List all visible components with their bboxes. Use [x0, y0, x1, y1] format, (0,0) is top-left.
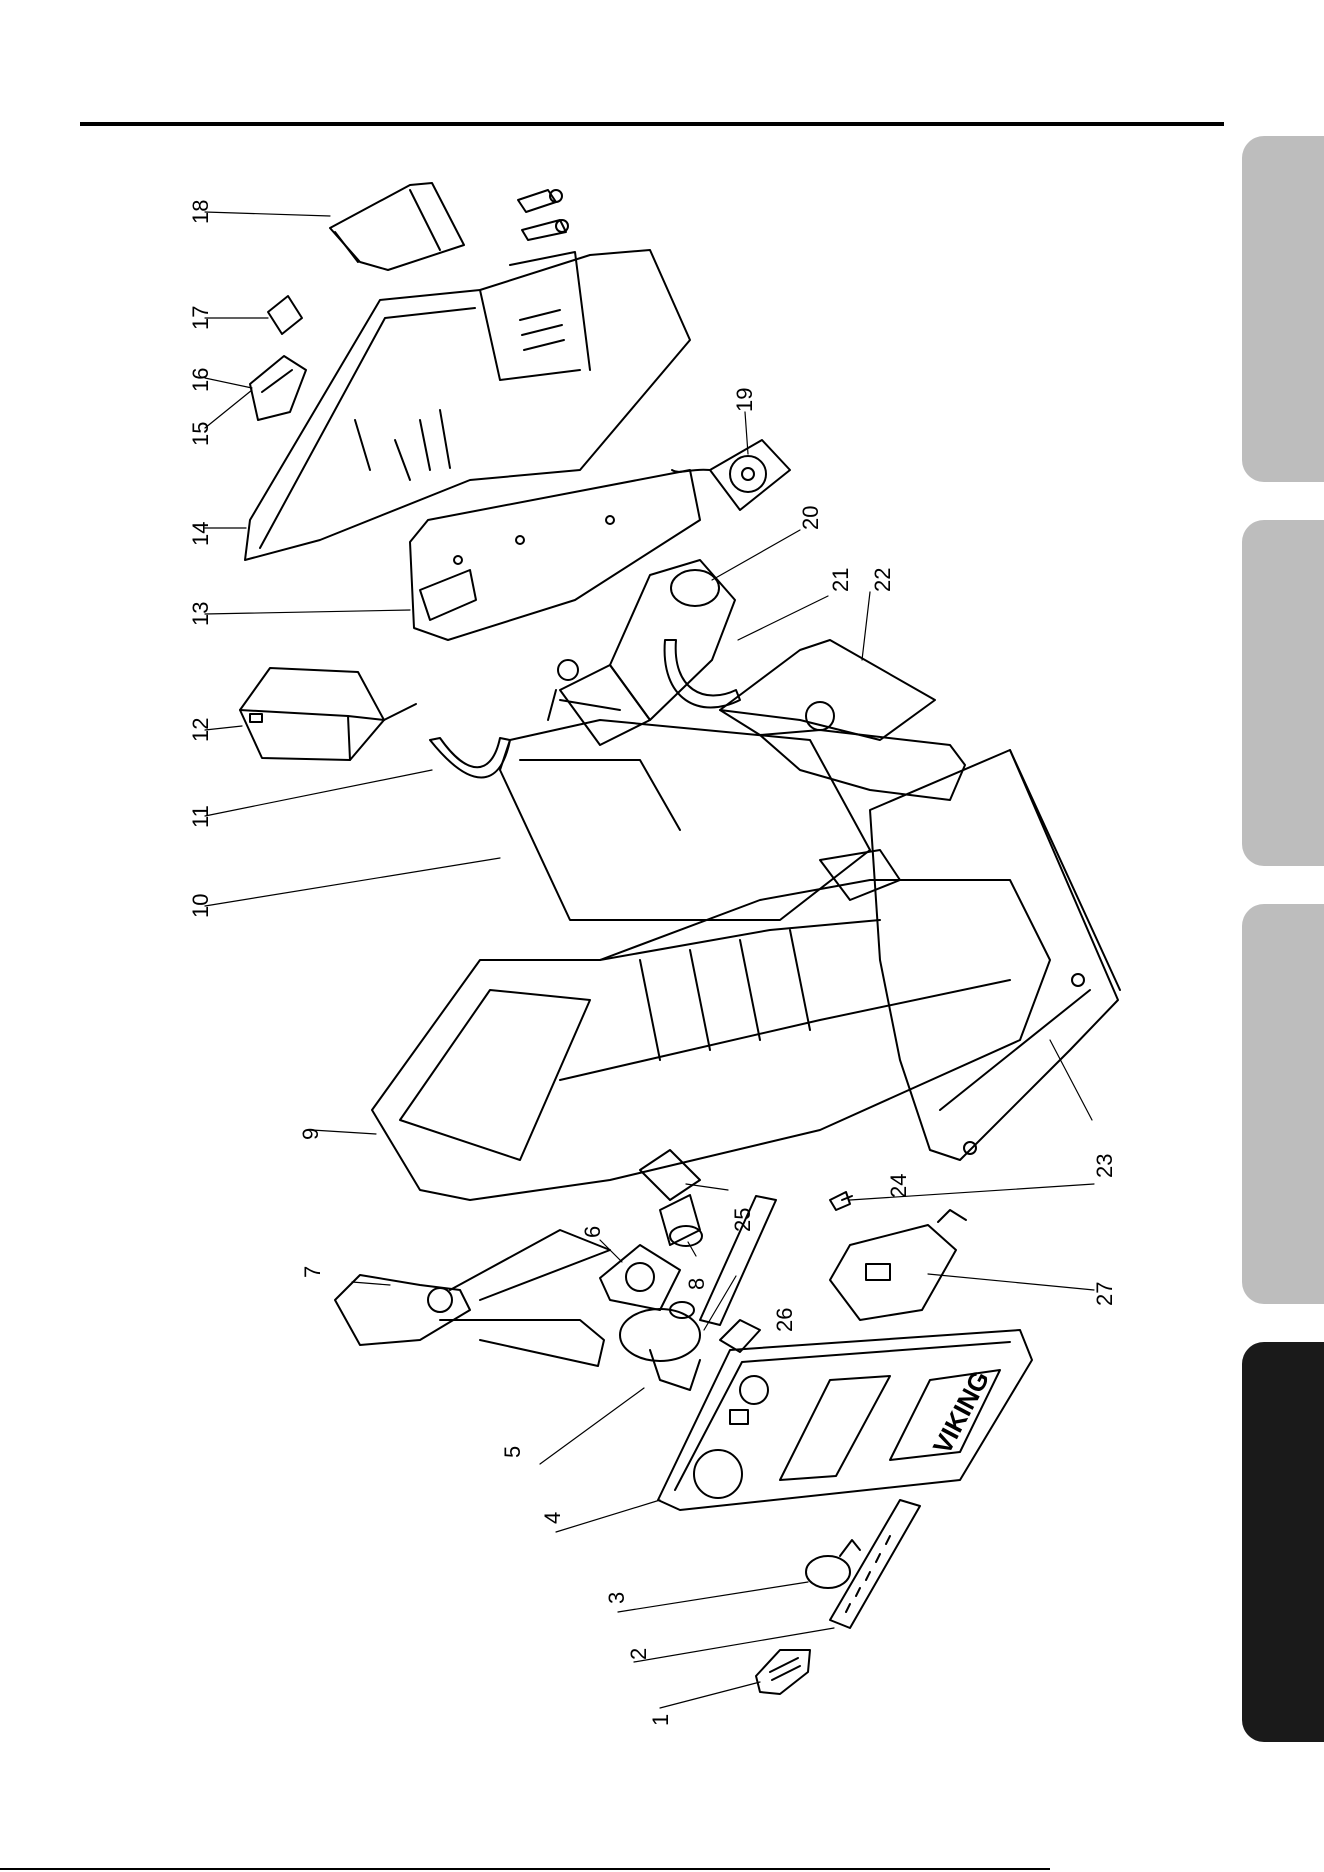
part-9-main-housing	[372, 850, 1050, 1200]
part-13-plate	[410, 470, 700, 640]
part-12-battery	[240, 668, 416, 760]
callout-26: 26	[772, 1308, 797, 1332]
callout-11: 11	[188, 805, 213, 828]
callout-22: 22	[870, 568, 895, 592]
callout-14: 14	[188, 522, 213, 546]
callout-15: 15	[188, 422, 213, 446]
callout-7: 7	[300, 1266, 325, 1278]
callout-24: 24	[886, 1174, 911, 1198]
callout-9: 9	[298, 1128, 323, 1140]
part-17-plug	[268, 296, 302, 334]
callout-16: 16	[188, 368, 213, 392]
part-25-valve	[640, 1150, 700, 1200]
part-11-strap	[430, 738, 510, 778]
footer-rule	[0, 1868, 1050, 1870]
part-20-motor	[548, 560, 735, 745]
leader-lines	[205, 212, 1094, 1708]
part-16-switch	[250, 356, 306, 420]
callout-13: 13	[188, 602, 213, 626]
callout-8: 8	[684, 1278, 709, 1290]
callout-6: 6	[580, 1226, 605, 1238]
part-1-lens	[756, 1650, 810, 1694]
callout-3: 3	[604, 1592, 629, 1604]
part-2-vent	[830, 1500, 920, 1628]
part-23-base	[870, 750, 1120, 1160]
part-8-cylinder	[660, 1195, 702, 1246]
part-6-gasket	[600, 1245, 680, 1310]
callout-5: 5	[500, 1446, 525, 1458]
callout-27: 27	[1092, 1282, 1117, 1306]
part-24-screw	[830, 1192, 852, 1210]
callout-4: 4	[540, 1512, 565, 1524]
callout-1: 1	[648, 1714, 673, 1726]
callout-25: 25	[730, 1208, 755, 1232]
inflation-nozzles	[518, 190, 568, 240]
part-19-fan	[672, 440, 790, 510]
callout-12: 12	[188, 718, 213, 742]
part-7-clamp	[335, 1230, 610, 1366]
part-5-fitting	[620, 1302, 700, 1390]
part-21-strap	[665, 640, 740, 708]
part-22-clamp	[720, 640, 965, 800]
callout-10: 10	[188, 894, 213, 918]
callout-19: 19	[732, 388, 757, 412]
callout-2: 2	[626, 1648, 651, 1660]
callout-20: 20	[798, 506, 823, 530]
callout-18: 18	[188, 200, 213, 224]
part-27-pcb	[830, 1210, 966, 1320]
part-10-casing	[500, 700, 870, 920]
callout-21: 21	[828, 568, 853, 592]
callout-labels: 1 2 3 4 5 6 7 8 9 10 11 12 13 14 15 16 1…	[188, 200, 1117, 1726]
callout-23: 23	[1092, 1154, 1117, 1178]
part-18-top-cover	[330, 183, 464, 270]
part-14-rear-housing	[245, 250, 690, 560]
callout-17: 17	[188, 306, 213, 330]
